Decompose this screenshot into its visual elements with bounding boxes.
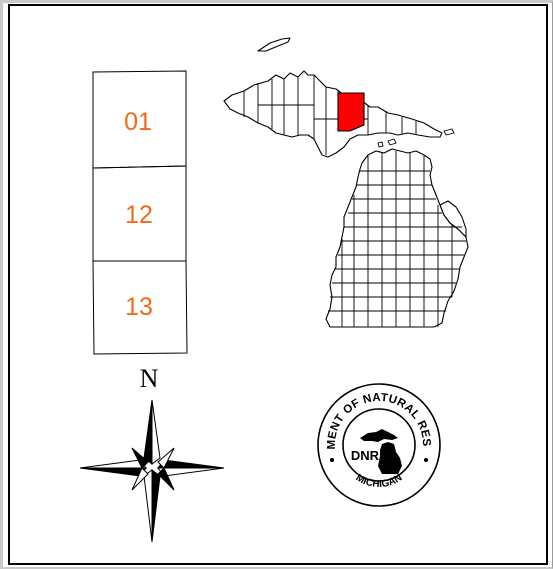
index-sheet-label[interactable]: 12 <box>125 201 153 229</box>
michigan-county-map-icon <box>223 37 469 328</box>
index-sheet-label[interactable]: 01 <box>124 108 152 136</box>
seal-ring-bottom-text: MICHIGAN <box>354 472 405 490</box>
compass-rose-icon <box>79 399 225 543</box>
svg-text:MICHIGAN: MICHIGAN <box>354 472 405 490</box>
index-sheet-13 <box>92 260 188 355</box>
north-letter: N <box>139 364 159 393</box>
seal-center-text: DNR <box>351 448 380 463</box>
index-sheet-label[interactable]: 13 <box>125 293 153 321</box>
dnr-seal-icon: DEPARTMENT OF NATURAL RESOURCES MICHIGAN… <box>316 382 441 507</box>
